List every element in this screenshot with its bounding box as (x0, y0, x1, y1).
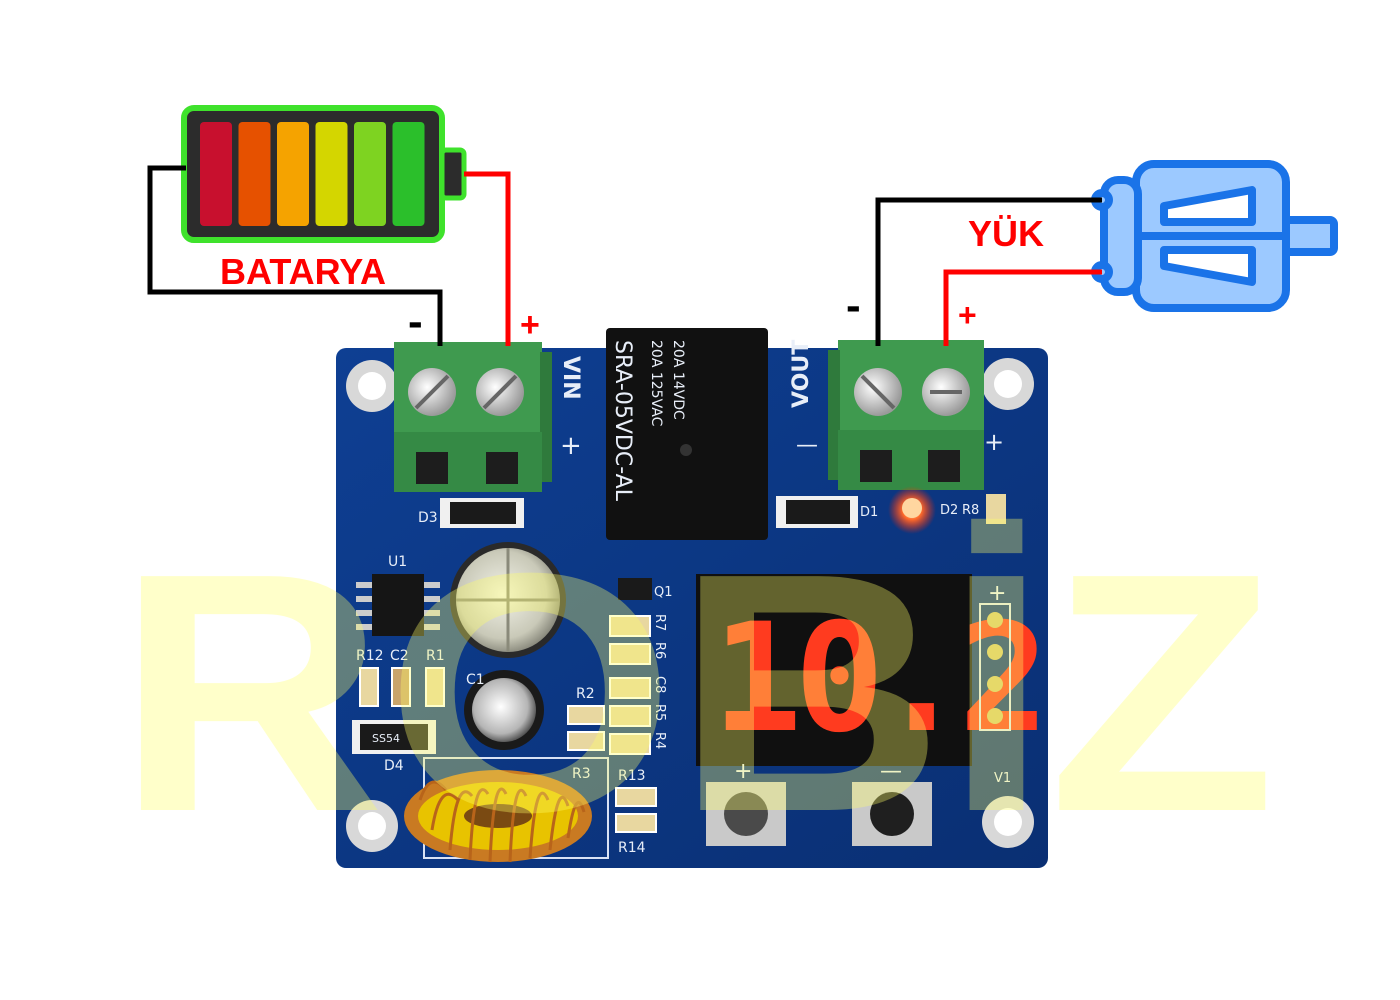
watermark: ROBİZ (116, 503, 1276, 883)
ref-r4: R4 (652, 732, 667, 749)
ref-r14: R14 (618, 840, 646, 856)
ref-c1: C1 (466, 672, 485, 688)
capacitor-c2 (391, 667, 411, 707)
btn-minus-silk: — (880, 759, 902, 784)
mounting-hole (346, 800, 398, 852)
inductor-toroid: R3 (404, 757, 609, 863)
ref-d2: D2 (940, 503, 958, 518)
resistor-r12 (359, 667, 379, 707)
battery-cell (277, 122, 309, 226)
minus-button[interactable] (852, 782, 932, 846)
ref-r13: R13 (618, 768, 646, 784)
load-label: YÜK (968, 213, 1044, 254)
btn-plus-silk: + (734, 759, 752, 784)
motor-icon (1091, 160, 1338, 312)
battery-positive-wire (464, 171, 511, 346)
battery-cell (354, 122, 386, 226)
vout-minus-silk: — (796, 433, 818, 458)
resistor-r14 (615, 813, 657, 833)
battery-cells (200, 122, 425, 226)
vout-silk-label: VOUT (789, 340, 814, 408)
vout-plus-silk: + (984, 428, 1004, 456)
ref-r8: R8 (962, 503, 979, 518)
vin-terminal-block (394, 342, 552, 492)
resistor-r13 (615, 787, 657, 807)
capacitor-c1 (464, 670, 544, 750)
relay-label-2: 20A 125VAC (648, 340, 664, 427)
plus-button[interactable] (706, 782, 786, 846)
battery-cell (315, 122, 348, 226)
pin-header (979, 603, 1011, 731)
ref-r1: R1 (426, 648, 445, 664)
ref-d3: D3 (418, 510, 438, 526)
ref-r12: R12 (356, 648, 384, 664)
ref-d4: D4 (384, 758, 404, 774)
battery (181, 105, 467, 243)
battery-negative-wire (147, 165, 443, 346)
ref-r7: R7 (652, 614, 667, 631)
resistor-column (609, 615, 651, 755)
ref-d1: D1 (860, 505, 878, 520)
chip-u1 (356, 574, 440, 636)
ref-c8: C8 (652, 676, 667, 693)
resistor-r1 (425, 667, 445, 707)
ref-r3: R3 (572, 766, 591, 782)
vin-silk-label: VIN (558, 356, 583, 400)
header-plus-silk: + (988, 581, 1006, 606)
ref-v1: V1 (994, 771, 1011, 786)
capacitor-large (450, 542, 566, 658)
ref-r2: R2 (576, 686, 595, 702)
ref-u1: U1 (388, 554, 407, 570)
battery-label: BATARYA (220, 251, 386, 292)
ref-r6: R6 (652, 642, 667, 659)
battery-cell (392, 122, 425, 226)
ref-c2: C2 (390, 648, 409, 664)
ss54-marking: SS54 (372, 732, 400, 745)
load-positive-wire (943, 269, 1102, 346)
vout-terminal-block (828, 340, 984, 490)
mounting-hole (982, 796, 1034, 848)
mounting-hole (982, 358, 1034, 410)
load-minus-sign: - (846, 281, 861, 330)
ref-r5: R5 (652, 704, 667, 721)
transistor-q1 (618, 578, 652, 600)
battery-cell (200, 122, 232, 226)
resistor-r2 (567, 705, 605, 725)
pcb-board: SRA-05VDC-AL 20A 125VAC 20A 14VDC VIN + … (336, 328, 1049, 868)
load-negative-wire (875, 197, 1102, 346)
seven-segment-display: 10.2 (696, 574, 1049, 766)
vin-plus-silk: + (560, 431, 582, 461)
ref-q1: Q1 (654, 585, 673, 600)
mounting-hole (346, 360, 398, 412)
load-plus-sign: + (958, 297, 977, 333)
relay-label-3: 20A 14VDC (670, 340, 686, 420)
battery-minus-sign: - (408, 297, 423, 346)
relay: SRA-05VDC-AL 20A 125VAC 20A 14VDC (606, 328, 768, 540)
resistor-r8 (986, 494, 1006, 524)
relay-label-1: SRA-05VDC-AL (610, 340, 635, 502)
battery-plus-sign: + (520, 306, 540, 344)
resistor-r2b (567, 731, 605, 751)
battery-cell (238, 122, 271, 226)
